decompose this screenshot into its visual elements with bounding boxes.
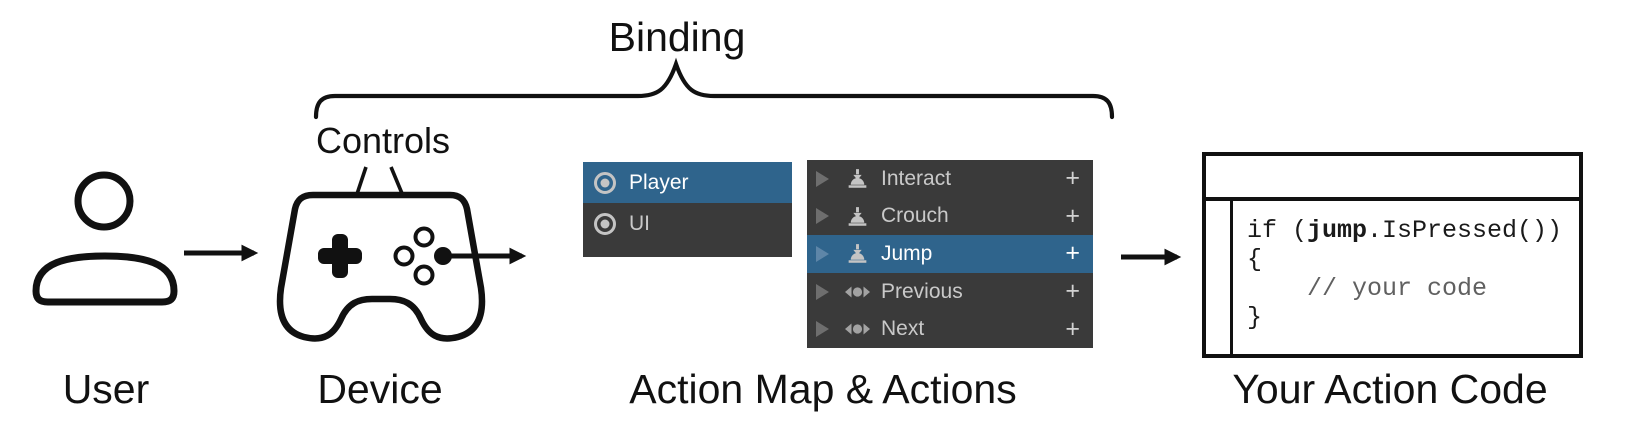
button-press-icon	[843, 241, 871, 266]
action-map-item-ui[interactable]: UI	[583, 203, 792, 244]
action-map-item-label: Player	[629, 170, 689, 194]
add-binding-button[interactable]: +	[1065, 277, 1080, 306]
code-window-titlebar	[1206, 156, 1579, 201]
action-row-jump[interactable]: Jump +	[807, 235, 1093, 273]
add-binding-button[interactable]: +	[1065, 314, 1080, 343]
axis-icon	[843, 285, 871, 299]
action-label: Next	[881, 317, 925, 341]
action-row-previous[interactable]: Previous +	[807, 273, 1093, 311]
add-binding-button[interactable]: +	[1065, 201, 1080, 230]
foldout-triangle-icon[interactable]	[816, 245, 829, 262]
foldout-triangle-icon[interactable]	[816, 170, 829, 187]
gamepad-icon	[276, 191, 486, 342]
action-label: Previous	[881, 279, 963, 303]
code-line-close-brace: }	[1247, 303, 1263, 332]
button-press-icon	[843, 204, 871, 229]
actions-panel: Interact + Crouch +	[807, 160, 1093, 348]
code-line-if: if (jump.IsPressed())	[1247, 216, 1563, 245]
action-code-label: Your Action Code	[1232, 366, 1548, 412]
axis-icon	[843, 322, 871, 336]
code-window-gutter	[1206, 201, 1233, 354]
controls-label: Controls	[315, 120, 451, 161]
action-row-crouch[interactable]: Crouch +	[807, 198, 1093, 236]
action-label: Interact	[881, 166, 952, 190]
face-buttons-icon	[393, 226, 452, 286]
action-map-item-label: UI	[629, 211, 650, 235]
action-code-window: if (jump.IsPressed()) { // your code }	[1202, 152, 1583, 358]
dpad-icon	[318, 234, 362, 278]
binding-brace-icon	[313, 57, 1115, 120]
action-map-panel: Player UI	[583, 162, 792, 257]
action-label: Jump	[881, 241, 933, 265]
foldout-triangle-icon[interactable]	[816, 208, 829, 225]
user-label: User	[62, 366, 150, 412]
button-press-icon	[843, 166, 871, 191]
action-map-icon	[594, 212, 616, 235]
action-map-icon	[594, 171, 616, 194]
code-line-open-brace: {	[1247, 245, 1263, 274]
foldout-triangle-icon[interactable]	[816, 283, 829, 300]
action-label: Crouch	[881, 204, 949, 228]
add-binding-button[interactable]: +	[1065, 239, 1080, 268]
foldout-triangle-icon[interactable]	[816, 321, 829, 338]
add-binding-button[interactable]: +	[1065, 164, 1080, 193]
device-label: Device	[317, 366, 443, 412]
user-icon	[32, 171, 178, 306]
action-row-next[interactable]: Next +	[807, 310, 1093, 348]
action-map-item-player[interactable]: Player	[583, 162, 792, 203]
action-map-label: Action Map & Actions	[629, 366, 1017, 412]
code-editor: if (jump.IsPressed()) { // your code }	[1233, 201, 1579, 354]
code-line-comment: // your code	[1247, 274, 1488, 303]
binding-label: Binding	[608, 14, 746, 60]
action-row-interact[interactable]: Interact +	[807, 160, 1093, 198]
